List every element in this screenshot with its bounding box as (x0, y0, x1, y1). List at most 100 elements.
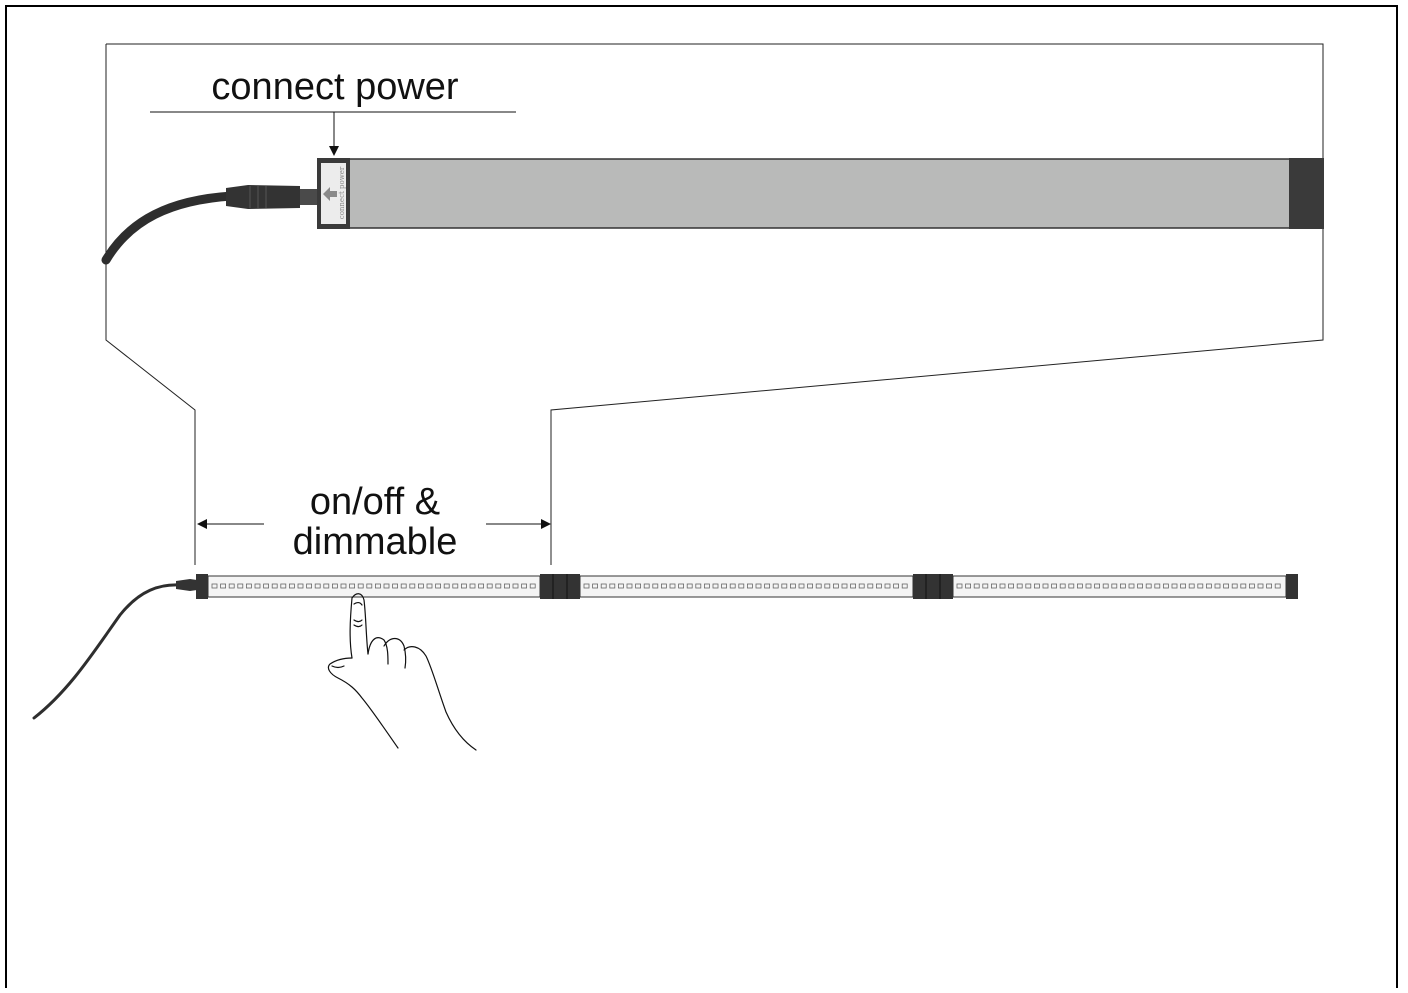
led-dot (669, 583, 676, 589)
bar-cable (32, 583, 182, 720)
led-dot (443, 583, 450, 589)
led-dot (652, 583, 659, 589)
led-dot (858, 583, 865, 589)
led-dot (973, 583, 980, 589)
pointing-hand-icon (327, 593, 477, 751)
led-dot (833, 583, 839, 589)
led-dot (635, 583, 641, 589)
led-dot (738, 583, 745, 589)
led-dot (583, 583, 590, 589)
led-dot (1120, 583, 1126, 589)
led-dot (841, 583, 848, 589)
led-dot (678, 583, 684, 589)
led-dot (686, 583, 693, 589)
led-dot (893, 583, 899, 589)
led-dot (271, 583, 278, 589)
led-dot (323, 583, 330, 589)
led-dot (850, 583, 856, 589)
led-dot (452, 583, 459, 589)
bar-end-cap-left (196, 574, 208, 599)
connect-power-label: connect power (211, 66, 458, 108)
led-dot (1249, 583, 1255, 589)
led-dot (340, 583, 347, 589)
detail-plug-boot (226, 185, 300, 209)
led-dot (609, 583, 616, 589)
led-dot (1137, 583, 1143, 589)
led-dot (495, 583, 502, 589)
bar-plug (176, 579, 197, 591)
led-dot (867, 583, 874, 589)
led-dot (1163, 583, 1169, 589)
led-dot (991, 583, 997, 589)
bar-end-cap-right (1286, 574, 1298, 599)
led-dots (211, 583, 1281, 589)
led-dot (1128, 583, 1135, 589)
dimmable-dimension: on/off & dimmable (197, 481, 551, 563)
led-dot (1077, 583, 1083, 589)
led-dot (435, 583, 442, 589)
led-dot (755, 583, 762, 589)
detail-cable (101, 191, 237, 265)
led-dot (211, 583, 218, 589)
led-dot (884, 583, 891, 589)
bar-coupler-2 (913, 574, 953, 599)
led-dot (306, 583, 313, 589)
led-dot (1034, 583, 1040, 589)
led-dot (349, 583, 356, 589)
led-dot (901, 583, 908, 589)
led-dot (1274, 583, 1281, 589)
led-dot (400, 583, 407, 589)
led-dot (1206, 583, 1212, 589)
led-dot (1068, 583, 1075, 589)
led-dot (1188, 583, 1195, 589)
detail-end-cap (1289, 158, 1324, 229)
led-dot (486, 583, 493, 589)
led-dot (618, 583, 624, 589)
connect-power-arrow-head (329, 146, 339, 156)
led-dot (417, 583, 424, 589)
led-dot (254, 583, 261, 589)
led-dot (512, 583, 519, 589)
dimension-arrow-right (541, 519, 551, 529)
led-dot (220, 583, 227, 589)
bar-coupler-1 (540, 574, 580, 599)
led-dot (469, 583, 476, 589)
led-dot (297, 583, 304, 589)
led-dot (228, 583, 235, 589)
led-dot (1223, 583, 1229, 589)
dimmable-label: dimmable (293, 521, 458, 563)
led-dot (1197, 583, 1204, 589)
led-dot (712, 583, 719, 589)
led-dot (1042, 583, 1049, 589)
led-dot (721, 583, 727, 589)
led-dot (383, 583, 390, 589)
led-dot (357, 583, 364, 589)
led-dot (982, 583, 989, 589)
led-dot (237, 583, 244, 589)
led-dot (478, 583, 485, 589)
led-dot (661, 583, 667, 589)
led-dot (1008, 583, 1014, 589)
led-dot (1240, 583, 1247, 589)
led-dot (643, 583, 650, 589)
led-dot (747, 583, 753, 589)
led-dot (263, 583, 270, 589)
led-dot (772, 583, 779, 589)
led-dot (392, 583, 399, 589)
led-dot (626, 583, 633, 589)
led-dot (409, 583, 416, 589)
led-dot (374, 583, 381, 589)
led-dot (729, 583, 736, 589)
led-dot (1025, 583, 1032, 589)
dimension-arrow-left (197, 519, 207, 529)
led-dot (1257, 583, 1264, 589)
detail-view: connect power connect power (101, 66, 1324, 265)
led-dot (288, 583, 295, 589)
led-dot (1016, 583, 1023, 589)
led-dot (314, 583, 321, 589)
bar-segment-3 (952, 575, 1287, 598)
led-dot (1059, 583, 1066, 589)
detail-plug-tip (300, 189, 317, 205)
